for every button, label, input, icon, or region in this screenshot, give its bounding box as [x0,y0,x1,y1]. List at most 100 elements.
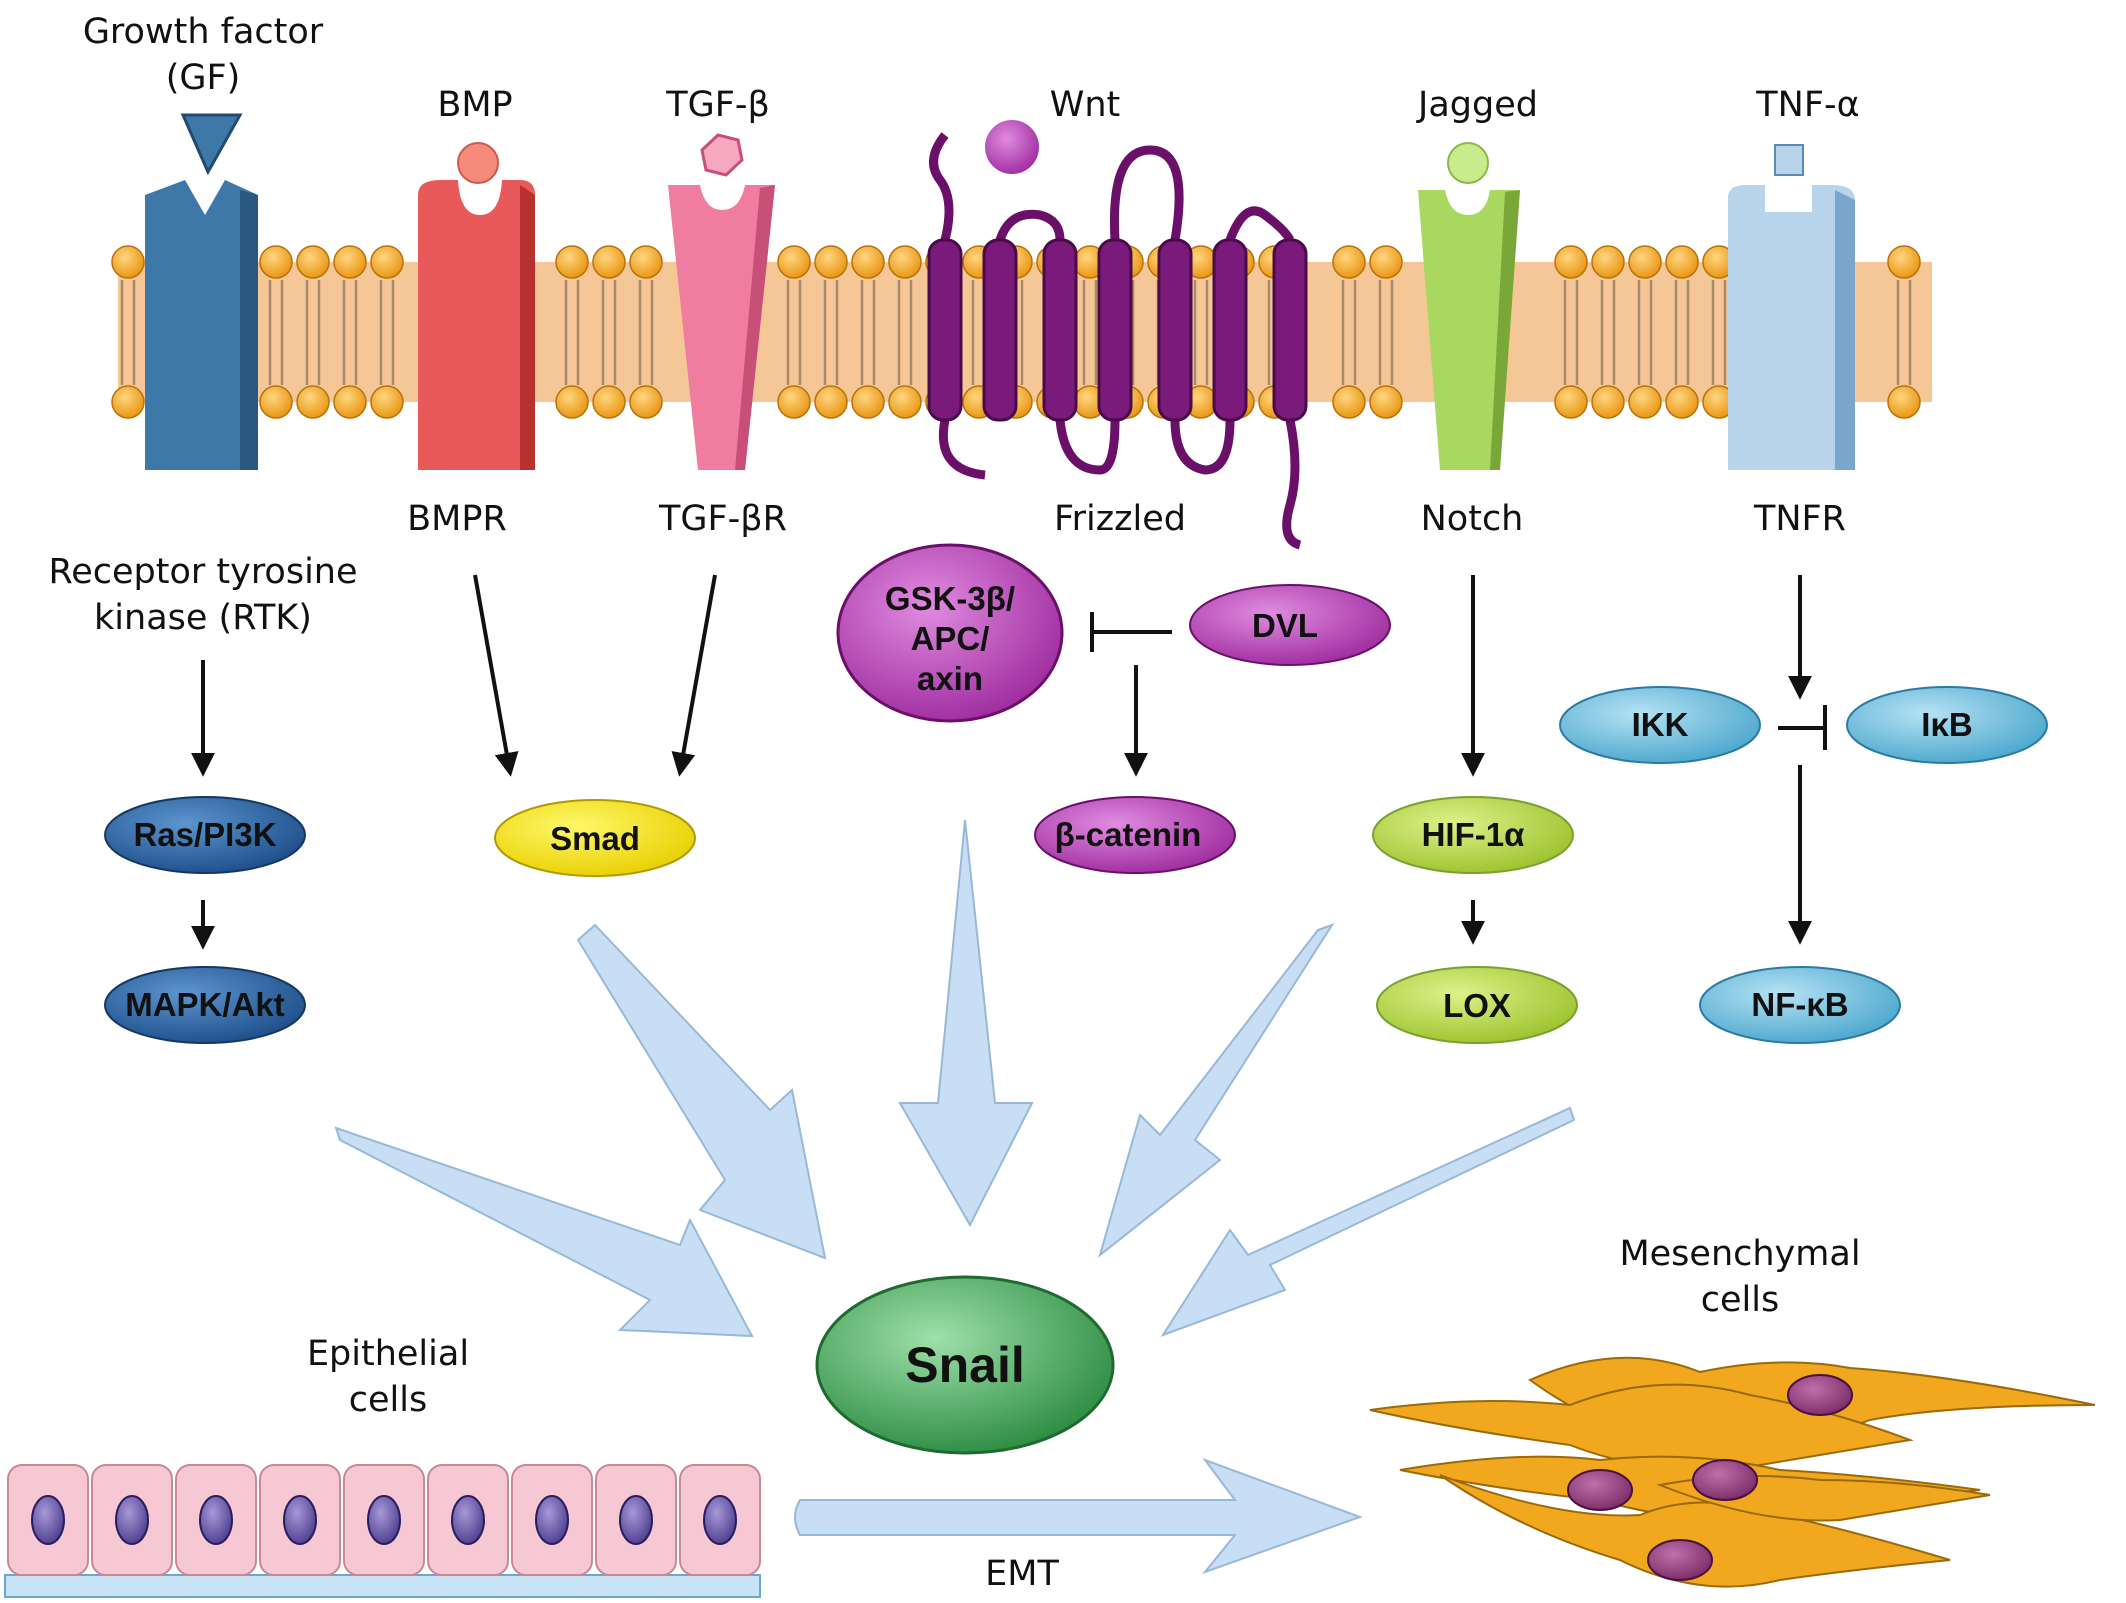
frizzled-receptor [927,120,1308,550]
label-bmpr: BMPR [407,499,507,539]
lipid-head [1369,385,1403,419]
lipid-head [296,245,330,279]
bmpr-receptor [418,142,535,470]
node-ras-pi3k [104,796,306,874]
membrane-core [118,262,1932,402]
lipid-tail [1563,280,1579,385]
frizzled-helix [1212,238,1248,422]
lipid-tail [120,280,136,385]
cell-membrane [111,245,1932,419]
epithelial-nucleus [199,1495,233,1545]
lipid-head [592,245,626,279]
label-tgfb: TGF-β [665,85,770,125]
node-smad-label: Smad [550,820,640,857]
big-arrow-nfkb [1160,1106,1576,1337]
mesenchymal-nucleus [1567,1469,1633,1511]
lipid-tail [638,280,654,385]
lipid-tail [1674,280,1690,385]
lipid-head [1628,245,1662,279]
lipid-head [370,245,404,279]
label-tnfr: TNFR [1753,499,1846,539]
lipid-tail [823,280,839,385]
lipid-head [777,245,811,279]
mesenchymal-nucleus [1787,1374,1853,1416]
frizzled-helix [1157,238,1193,422]
node-ikk [1559,686,1761,764]
signaling-nodes: Ras/PI3K MAPK/Akt Smad GSK-3β/APC/axin D… [104,543,2048,1455]
lipid-tail [1896,280,1912,385]
tnfa-ligand [1774,144,1804,176]
node-lox-label: LOX [1443,987,1511,1024]
lipid-head [851,385,885,419]
lipid-tail [897,280,913,385]
frizzled-helix [1042,238,1078,422]
label-jagged: Jagged [1416,85,1538,125]
lipid-tail [1637,280,1653,385]
lipid-head [555,245,589,279]
arrow-bmpr-smad [473,574,519,777]
lipid-head [814,245,848,279]
lipid-head [370,385,404,419]
lipid-head [333,245,367,279]
mesenchymal-cell [1369,1383,1914,1471]
growth-factor-ligand [180,113,243,176]
lipid-head [851,245,885,279]
lipid-head [1591,385,1625,419]
node-ikb-label: IκB [1921,706,1972,743]
lipid-tail [342,280,358,385]
lipid-head [1887,385,1921,419]
lipid-head [1591,245,1625,279]
lipid-head [333,385,367,419]
node-beta-catenin [1034,796,1236,874]
big-arrow-wnt [898,819,1034,1228]
lipid-head [629,245,663,279]
wnt-ligand [985,120,1039,174]
node-dvl [1189,584,1391,666]
frizzled-helix [1272,238,1308,422]
lipid-head [1665,245,1699,279]
node-ikk-label: IKK [1632,706,1689,743]
arrow-tgfbr-smad [671,574,717,777]
label-tgfbr: TGF-βR [658,499,787,539]
node-lox [1376,966,1578,1044]
lipid-tail [1082,280,1098,385]
lipid-head [1887,245,1921,279]
epithelial-nucleus [115,1495,149,1545]
node-gsk-label: GSK-3β/APC/axin [885,580,1015,697]
lipid-head [777,385,811,419]
epithelial-nucleus [283,1495,317,1545]
lipid-tail [268,280,284,385]
tgfbr-receptor [668,133,775,470]
epithelial-nucleus [619,1495,653,1545]
lipid-head [111,245,145,279]
basement-membrane [4,1574,761,1598]
lipid-tail [1193,280,1209,385]
frizzled-helices [927,238,1308,422]
lipid-head [1554,245,1588,279]
mesenchymal-cell [1439,1474,1951,1588]
node-gsk-apc-axin [836,543,1064,723]
convergence-arrows [334,819,1576,1575]
node-hif [1372,796,1574,874]
lipid-head [259,385,293,419]
node-snail [815,1275,1115,1455]
mesenchymal-nucleus [1692,1459,1758,1501]
label-bmp: BMP [437,85,512,125]
frizzled-helix [982,238,1018,422]
lipid-head [555,385,589,419]
mesenchymal-nucleus [1647,1539,1713,1581]
lipid-tail [1600,280,1616,385]
node-mapk-akt [104,966,306,1044]
node-mapk-akt-label: MAPK/Akt [125,986,285,1023]
lipid-tail [1378,280,1394,385]
lipid-tail [860,280,876,385]
lipid-head [1369,245,1403,279]
big-arrow-hif [1098,923,1335,1258]
jagged-ligand [1447,142,1489,184]
node-dvl-label: DVL [1252,607,1318,644]
epithelial-nucleus [703,1495,737,1545]
epithelial-nucleus [31,1495,65,1545]
lipid-tail [379,280,395,385]
node-ikb [1846,686,2048,764]
